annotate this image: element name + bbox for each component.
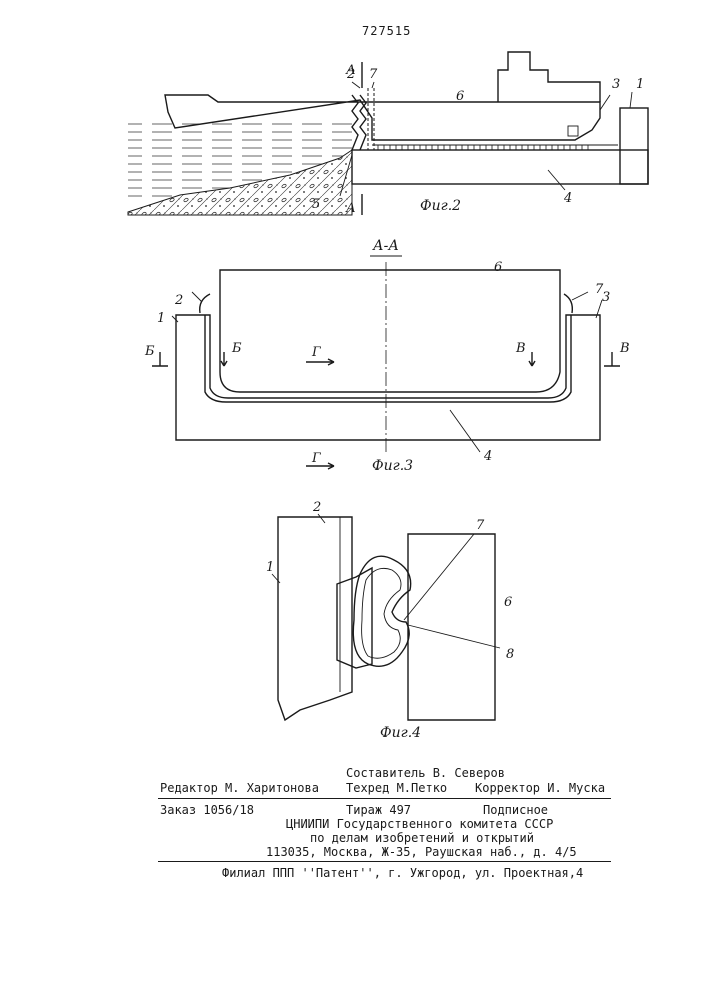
fig3-label-6: 6: [494, 260, 502, 275]
dock-foundation: [352, 150, 648, 184]
footer-address: 113035, Москва, Ж-35, Раушская наб., д. …: [266, 845, 577, 859]
fig2-label-4: 4: [563, 191, 572, 206]
dock-wall-right: [620, 108, 648, 184]
fig3-mark-b-inner: Б: [231, 341, 242, 356]
fig3-label-1: 1: [157, 311, 165, 326]
footer-circulation: Тираж 497: [346, 803, 411, 817]
footer-compiler: Составитель В. Северов: [346, 766, 505, 780]
fig2-label-1: 1: [636, 77, 644, 92]
ship-superstructure: [498, 52, 600, 102]
fig3-mark-b-left: Б: [144, 344, 155, 359]
footer-editor: Редактор М. Харитонова: [160, 781, 319, 795]
footer-org-line2: по делам изобретений и открытий: [310, 831, 534, 845]
footer-corrector: Корректор И. Муска: [475, 781, 605, 795]
fig3-label-2: 2: [174, 293, 183, 308]
dock-wall-detail: [278, 517, 352, 720]
figure-2: 2 7 6 3 1 4 5 А А Фиг.2: [128, 52, 648, 216]
fig2-label-6: 6: [456, 89, 464, 104]
figure-4: 2 1 7 6 8 Фиг.4: [266, 500, 514, 741]
fig2-caption: Фиг.2: [420, 198, 461, 214]
dock-section: [176, 315, 600, 440]
fig3-label-3: 3: [602, 290, 610, 305]
fig3-label-4: 4: [483, 449, 492, 464]
ship-section: [220, 270, 560, 392]
technical-drawing: 2 7 6 3 1 4 5 А А Фиг.2 А-А: [0, 0, 707, 770]
footer-rule-1: [158, 798, 611, 799]
fig2-section-a-top: А: [345, 63, 356, 78]
footer-rule-2: [158, 861, 611, 862]
fig4-label-8: 8: [506, 647, 514, 662]
fig3-mark-v-right: В: [619, 341, 630, 356]
fig4-label-1: 1: [266, 560, 274, 575]
figure-3: А-А 1 2: [144, 238, 630, 474]
fig4-caption: Фиг.4: [380, 725, 421, 741]
fig4-label-7: 7: [476, 518, 485, 533]
footer-order: Заказ 1056/18: [160, 803, 254, 817]
footer-org-line1: ЦНИИПИ Государственного комитета СССР: [286, 817, 553, 831]
fig3-section-title: А-А: [372, 238, 399, 254]
fig3-caption: Фиг.3: [372, 458, 413, 474]
fig2-label-3: 3: [612, 77, 620, 92]
fig3-mark-g-top: Г: [311, 345, 321, 360]
footer-techred: Техред М.Петко: [346, 781, 447, 795]
fig2-label-7: 7: [369, 67, 378, 82]
fig2-label-5: 5: [312, 197, 320, 212]
fig4-label-6: 6: [504, 595, 512, 610]
footer-branch: Филиал ППП ''Патент'', г. Ужгород, ул. П…: [222, 866, 583, 880]
fig3-mark-g-bottom: Г: [311, 451, 321, 466]
fig3-mark-v-inner: В: [515, 341, 526, 356]
footer-subscription: Подписное: [483, 803, 548, 817]
fig4-label-2: 2: [312, 500, 321, 515]
fig2-section-a-bottom: А: [345, 201, 356, 216]
